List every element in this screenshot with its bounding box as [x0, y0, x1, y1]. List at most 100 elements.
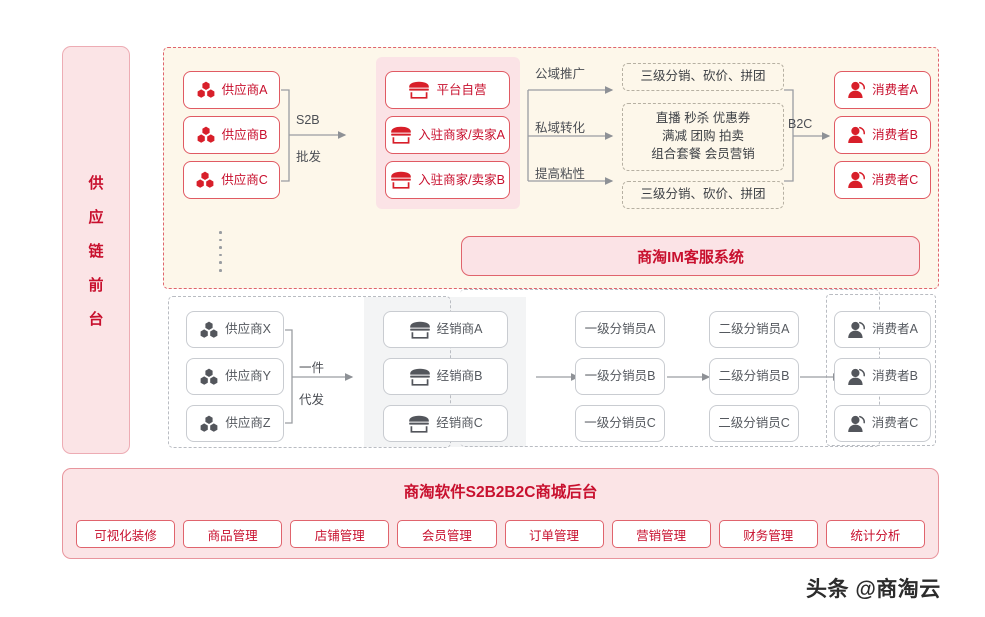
user-icon [847, 415, 866, 433]
backend-module-finance-management[interactable]: 财务管理 [718, 520, 818, 548]
consumer-node-b-top[interactable]: 消费者B [834, 116, 931, 154]
supplier-node-b-label: 供应商B [221, 127, 268, 142]
tier2-distributor-c-label: 二级分销员C [718, 416, 790, 431]
dropship-supplier-node-z[interactable]: 供应商Z [186, 405, 284, 442]
channel-label-private-domain: 私域转化 [535, 121, 586, 135]
supplier-node-b[interactable]: 供应商B [183, 116, 280, 154]
hexagon-cluster-icon [199, 368, 219, 386]
promo-box-stickiness: 三级分销、砍价、拼团 [622, 181, 784, 209]
dropship-supplier-node-y[interactable]: 供应商Y [186, 358, 284, 395]
consumer-group-box-lower [826, 294, 936, 446]
backend-module-product-management[interactable]: 商品管理 [183, 520, 283, 548]
backend-title: 商淘软件S2B2B2C商城后台 [403, 484, 598, 501]
user-icon [847, 321, 866, 339]
consumer-node-a-lower-label: 消费者A [872, 322, 918, 337]
seller-node-b[interactable]: 入驻商家/卖家B [385, 161, 510, 199]
mall-backend-panel: 商淘软件S2B2B2C商城后台 可视化装修 商品管理 店铺管理 会员管理 订单管… [62, 468, 939, 559]
left-panel-char-3: 前 [88, 276, 104, 294]
dropship-supplier-node-y-label: 供应商Y [225, 369, 271, 384]
tier1-distributor-a-label: 一级分销员A [584, 322, 656, 337]
backend-module-order-management[interactable]: 订单管理 [504, 520, 604, 548]
backend-module-list: 可视化装修 商品管理 店铺管理 会员管理 订单管理 营销管理 财务管理 统计分析 [76, 520, 925, 548]
consumer-node-c-top[interactable]: 消费者C [834, 161, 931, 199]
channel-label-stickiness: 提高粘性 [535, 167, 586, 181]
left-panel-char-0: 供 [88, 174, 104, 192]
storefront-icon [390, 126, 412, 144]
dealer-node-a-label: 经销商A [436, 322, 483, 337]
supplier-node-c-label: 供应商C [221, 172, 268, 187]
consumer-node-a-lower[interactable]: 消费者A [834, 311, 931, 348]
hexagon-cluster-icon [196, 126, 216, 144]
storefront-icon [409, 321, 431, 339]
left-panel-char-4: 台 [88, 310, 104, 328]
user-icon [847, 171, 866, 189]
tier1-distributor-a[interactable]: 一级分销员A [575, 311, 665, 348]
storefront-icon [408, 415, 430, 433]
user-icon [847, 126, 866, 144]
vertical-ellipsis [219, 231, 222, 272]
seller-node-platform-self-label: 平台自营 [436, 82, 487, 97]
dropship-supplier-node-x[interactable]: 供应商X [186, 311, 284, 348]
storefront-icon [390, 171, 412, 189]
hexagon-cluster-icon [195, 171, 215, 189]
backend-module-statistics-analysis[interactable]: 统计分析 [825, 520, 925, 548]
im-customer-service-label: 商淘IM客服系统 [637, 248, 744, 266]
tier1-distributor-b-label: 一级分销员B [584, 369, 656, 384]
watermark: 头条 @商淘云 [806, 578, 941, 601]
tier2-distributor-a[interactable]: 二级分销员A [709, 311, 799, 348]
tier1-distributor-c-label: 一级分销员C [584, 416, 656, 431]
backend-module-member-management[interactable]: 会员管理 [397, 520, 497, 548]
hexagon-cluster-icon [199, 321, 219, 339]
tier2-distributor-b-label: 二级分销员B [718, 369, 790, 384]
seller-node-b-label: 入驻商家/卖家B [418, 172, 505, 187]
consumer-node-c-lower-label: 消费者C [871, 416, 919, 431]
consumer-node-b-lower[interactable]: 消费者B [834, 358, 931, 395]
tier2-distributor-b[interactable]: 二级分销员B [709, 358, 799, 395]
s2b-label-line1: S2B [296, 113, 320, 127]
tier2-distributor-a-label: 二级分销员A [718, 322, 790, 337]
seller-node-platform-self[interactable]: 平台自营 [385, 71, 510, 109]
dropship-supplier-node-x-label: 供应商X [225, 322, 271, 337]
supply-chain-frontend-panel: 供 应 链 前 台 [62, 46, 130, 454]
distribution-region [460, 289, 880, 447]
storefront-icon [409, 368, 431, 386]
dropship-label-line1: 一件 [299, 361, 325, 375]
user-icon [847, 368, 866, 386]
backend-module-store-management[interactable]: 店铺管理 [290, 520, 390, 548]
left-panel-char-2: 链 [88, 242, 104, 260]
promo-box-public: 三级分销、砍价、拼团 [622, 63, 784, 91]
dealer-node-b[interactable]: 经销商B [383, 358, 508, 395]
consumer-node-a-top[interactable]: 消费者A [834, 71, 931, 109]
consumer-node-c-lower[interactable]: 消费者C [834, 405, 931, 442]
seller-node-a-label: 入驻商家/卖家A [418, 127, 505, 142]
consumer-node-c-top-label: 消费者C [871, 172, 919, 187]
consumer-node-b-lower-label: 消费者B [872, 369, 918, 384]
tier1-distributor-b[interactable]: 一级分销员B [575, 358, 665, 395]
consumer-node-b-top-label: 消费者B [872, 127, 918, 142]
supplier-node-a[interactable]: 供应商A [183, 71, 280, 109]
consumer-node-a-top-label: 消费者A [872, 82, 918, 97]
im-customer-service-bar[interactable]: 商淘IM客服系统 [461, 236, 920, 276]
channel-label-public-domain: 公域推广 [535, 67, 586, 81]
user-icon [847, 81, 866, 99]
dropship-label-line2: 代发 [299, 393, 325, 407]
backend-module-marketing-management[interactable]: 营销管理 [611, 520, 711, 548]
b2c-label: B2C [788, 117, 813, 131]
dealer-node-a[interactable]: 经销商A [383, 311, 508, 348]
tier1-distributor-c[interactable]: 一级分销员C [575, 405, 665, 442]
dealer-node-c-label: 经销商C [436, 416, 483, 431]
storefront-icon [408, 81, 430, 99]
promo-box-private: 直播 秒杀 优惠券 满减 团购 拍卖 组合套餐 会员营销 [622, 103, 784, 171]
tier2-distributor-c[interactable]: 二级分销员C [709, 405, 799, 442]
supplier-node-a-label: 供应商A [221, 82, 268, 97]
dropship-supplier-node-z-label: 供应商Z [225, 416, 271, 431]
hexagon-cluster-icon [196, 81, 216, 99]
dealer-node-b-label: 经销商B [436, 369, 483, 384]
supplier-node-c[interactable]: 供应商C [183, 161, 280, 199]
left-panel-char-1: 应 [88, 208, 104, 226]
s2b-label-line2: 批发 [296, 150, 322, 164]
seller-node-a[interactable]: 入驻商家/卖家A [385, 116, 510, 154]
backend-module-visual-decoration[interactable]: 可视化装修 [76, 520, 176, 548]
dealer-node-c[interactable]: 经销商C [383, 405, 508, 442]
